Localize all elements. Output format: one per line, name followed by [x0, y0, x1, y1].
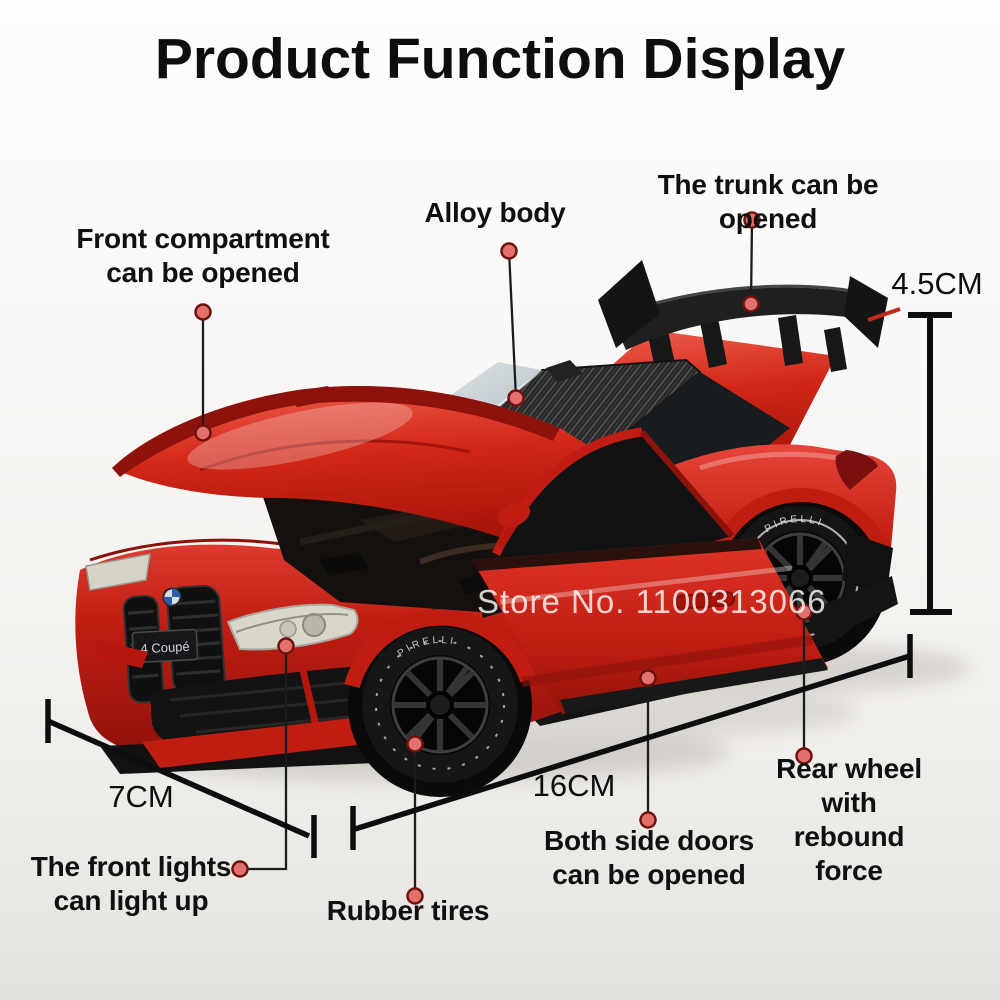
length-dimension-label: 16CM — [532, 768, 616, 803]
width-dimension-label: 7CM — [108, 779, 174, 814]
open-hood — [112, 386, 640, 544]
label-alloy-body: Alloy body — [424, 197, 566, 228]
dimension-lines — [45, 312, 952, 858]
rear-diffuser — [806, 576, 898, 644]
open-door — [472, 427, 828, 714]
label-both-side-doors: Both side doors can be opened — [543, 825, 755, 891]
height-dimension-line — [908, 312, 952, 615]
length-dimension-line — [350, 634, 913, 850]
roof-antenna-fin — [546, 360, 583, 382]
label-front-compartment: Front compartment can be opened — [76, 223, 330, 289]
front-wheel-arch — [344, 609, 536, 689]
front-wheel: PIRELLI — [344, 609, 536, 797]
brand-roundel — [162, 587, 182, 607]
door-handle — [675, 591, 736, 610]
license-plate: 4 Coupé — [131, 628, 199, 664]
license-plate-text: 4 Coupé — [140, 639, 190, 657]
label-rear-wheel: Rear wheel with rebound force — [776, 753, 922, 887]
callout-line-trunk — [749, 219, 754, 305]
page-title: Product Function Display — [154, 27, 846, 91]
width-dimension-line — [45, 699, 317, 858]
callout-line-alloy-body — [507, 250, 518, 399]
label-rubber-tires: Rubber tires — [326, 895, 490, 926]
front-canard — [96, 640, 148, 668]
label-front-lights: The front lights can light up — [30, 851, 232, 917]
callout-dots — [194, 211, 813, 905]
height-dimension-label: 4.5CM — [891, 266, 983, 301]
label-trunk: The trunk can be opened — [657, 169, 879, 235]
callout-line-front-lights — [240, 646, 288, 871]
store-watermark: Store No. 1100313066 — [477, 583, 827, 620]
taillight — [835, 450, 878, 490]
side-mirror — [497, 502, 531, 528]
rear-spoiler-wing — [598, 260, 901, 378]
callout-lines — [201, 219, 806, 896]
left-headlight — [85, 553, 151, 591]
